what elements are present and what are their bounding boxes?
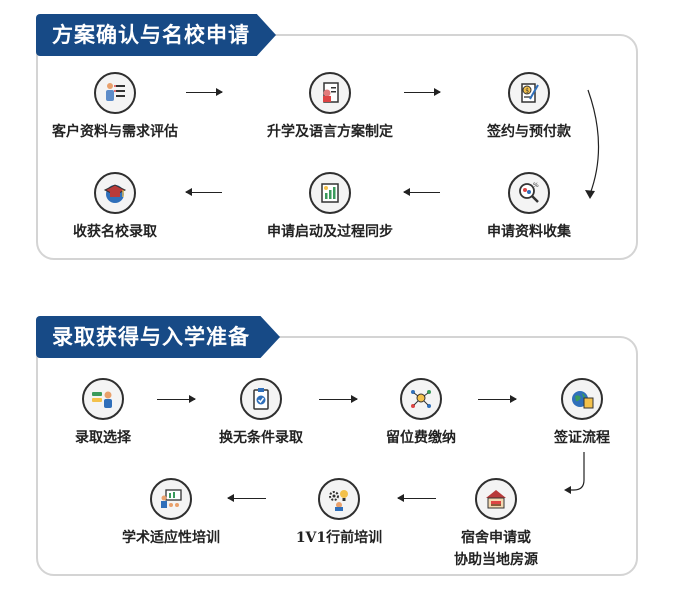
arrow-right bbox=[478, 395, 517, 403]
step-label: 录取选择 bbox=[75, 430, 131, 446]
step-label: 学术适应性培训 bbox=[122, 530, 220, 546]
step-dormitory: 宿舍申请或 协助当地房源 bbox=[421, 478, 571, 570]
curved-arrow-down-left bbox=[564, 452, 585, 494]
step-label-line2: 协助当地房源 bbox=[454, 552, 538, 568]
step-plan-making: 升学及语言方案制定 bbox=[255, 72, 405, 142]
step-label: 换无条件录取 bbox=[219, 430, 303, 446]
step-label: 签约与预付款 bbox=[487, 124, 571, 140]
step-unconditional-offer: 换无条件录取 bbox=[186, 378, 336, 448]
curved-arrow-down bbox=[585, 89, 600, 199]
arrow-left bbox=[397, 494, 436, 502]
step-label: 留位费缴纳 bbox=[386, 430, 456, 446]
step-label: 客户资料与需求评估 bbox=[52, 124, 178, 140]
arrow-right bbox=[404, 88, 441, 96]
plan-document-icon bbox=[309, 72, 351, 114]
section2-panel bbox=[36, 336, 638, 576]
dormitory-icon bbox=[475, 478, 517, 520]
step-label: 宿舍申请或 bbox=[461, 530, 531, 546]
section1-panel bbox=[36, 34, 638, 260]
step-label: 申请启动及过程同步 bbox=[267, 224, 393, 240]
arrow-right bbox=[319, 395, 358, 403]
step-academic-training: 学术适应性培训 bbox=[96, 478, 246, 548]
step-label: 1V1行前培训 bbox=[295, 530, 383, 546]
step-contract: $ 签约与预付款 bbox=[454, 72, 604, 142]
arrow-left bbox=[185, 188, 222, 196]
arrow-left bbox=[227, 494, 266, 502]
section1-title: 方案确认与名校申请 bbox=[36, 14, 276, 56]
globe-visa-icon bbox=[561, 378, 603, 420]
contract-payment-icon: $ bbox=[508, 72, 550, 114]
client-form-icon bbox=[94, 72, 136, 114]
step-material-collection: % 申请资料收集 bbox=[454, 172, 604, 242]
graduation-cap-icon bbox=[94, 172, 136, 214]
step-label: 收获名校录取 bbox=[73, 224, 157, 240]
gear-training-icon bbox=[318, 478, 360, 520]
arrow-right bbox=[186, 88, 223, 96]
section2-title: 录取获得与入学准备 bbox=[36, 316, 280, 358]
step-client-assessment: 客户资料与需求评估 bbox=[40, 72, 190, 142]
step-admission-choice: 录取选择 bbox=[28, 378, 178, 448]
payment-network-icon bbox=[400, 378, 442, 420]
progress-report-icon bbox=[309, 172, 351, 214]
step-predeparture-training: 1V1行前培训 bbox=[264, 478, 414, 548]
step-deposit: 留位费缴纳 bbox=[346, 378, 496, 448]
arrow-right bbox=[157, 395, 196, 403]
step-visa: 签证流程 bbox=[507, 378, 657, 448]
step-label: 签证流程 bbox=[554, 430, 610, 446]
magnifier-search-icon: % bbox=[508, 172, 550, 214]
step-label: 升学及语言方案制定 bbox=[267, 124, 393, 140]
step-label: 申请资料收集 bbox=[487, 224, 571, 240]
arrow-left bbox=[403, 188, 440, 196]
academic-training-icon bbox=[150, 478, 192, 520]
svg-text:$: $ bbox=[525, 88, 529, 95]
step-application-sync: 申请启动及过程同步 bbox=[255, 172, 405, 242]
svg-text:%: % bbox=[533, 182, 539, 189]
step-admission: 收获名校录取 bbox=[40, 172, 190, 242]
selection-icon bbox=[82, 378, 124, 420]
clipboard-check-icon bbox=[240, 378, 282, 420]
